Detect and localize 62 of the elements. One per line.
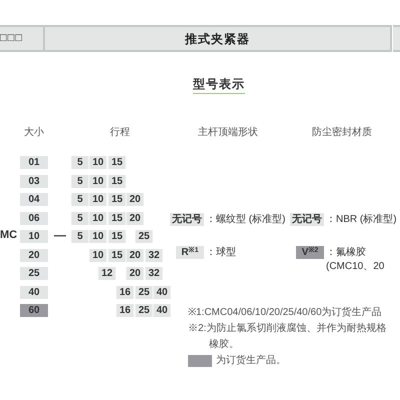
option-tag: V$^{※2}$ xyxy=(296,246,324,259)
stroke-cell: 32 xyxy=(145,248,163,262)
section-title: 型号表示 xyxy=(193,76,245,94)
stroke-cell: 10 xyxy=(89,248,107,262)
stroke-cell: 15 xyxy=(108,156,126,169)
option-description: ：球型 xyxy=(206,246,236,259)
stroke-cell: 20 xyxy=(126,212,144,224)
stroke-cell: 15 xyxy=(108,212,126,224)
size-code-cell: 06 xyxy=(20,212,48,224)
size-code-cell: 60 xyxy=(20,304,48,317)
size-code-cell: 10 xyxy=(20,230,48,243)
stroke-cell: 40 xyxy=(153,286,171,298)
stroke-cell: 16 xyxy=(116,286,134,298)
separator-dash: — xyxy=(54,228,66,242)
stroke-cell: 5 xyxy=(71,193,89,206)
stroke-cell: 25 xyxy=(135,230,153,243)
column-heading: 防尘密封材质 xyxy=(311,126,373,140)
option-description: ：氟橡胶 xyxy=(326,246,366,259)
stroke-cell: 20 xyxy=(126,267,144,280)
option-description: (CMC10、20 xyxy=(326,260,384,273)
stroke-cell: 10 xyxy=(89,174,107,188)
column-heading: 主杆顶端形状 xyxy=(197,126,259,140)
stroke-cell: 15 xyxy=(108,174,126,188)
legend-text: 为订货生产品。 xyxy=(216,354,286,368)
size-code-cell: 04 xyxy=(20,193,48,206)
stroke-cell: 15 xyxy=(108,193,126,206)
header-cell: □□□ xyxy=(0,25,45,52)
column-heading: 大小 xyxy=(23,126,45,140)
stroke-cell: 25 xyxy=(135,286,153,298)
stroke-cell: 10 xyxy=(89,156,107,169)
option-description: ：NBR (标准型) xyxy=(326,213,397,226)
stroke-cell: 5 xyxy=(71,156,89,169)
stroke-cell: 25 xyxy=(135,304,153,317)
stroke-cell: 5 xyxy=(71,230,89,243)
size-code-cell: 01 xyxy=(20,156,48,169)
stroke-cell: 32 xyxy=(145,267,163,280)
header-bar: 推式夹紧器 xyxy=(45,25,392,52)
size-code-cell: 25 xyxy=(20,267,48,280)
size-code-cell: 03 xyxy=(20,174,48,188)
stroke-cell: 5 xyxy=(71,212,89,224)
option-tag: 无记号 xyxy=(170,213,204,226)
size-code-cell: 40 xyxy=(20,286,48,298)
column-heading: 行程 xyxy=(109,126,131,140)
footnote-text: ※1:CMC04/06/10/20/25/40/60为订货生产品 xyxy=(188,306,382,320)
stroke-cell: 15 xyxy=(108,230,126,243)
stroke-cell: 12 xyxy=(98,267,116,280)
stroke-cell: 40 xyxy=(153,304,171,317)
stroke-cell: 10 xyxy=(89,212,107,224)
stroke-cell: 20 xyxy=(126,248,144,262)
stroke-cell: 16 xyxy=(116,304,134,317)
stroke-cell: 10 xyxy=(89,193,107,206)
stroke-cell: 5 xyxy=(71,174,89,188)
option-tag: R$^{※1}$ xyxy=(176,246,204,259)
footnote-text: 橡胶。 xyxy=(209,338,239,352)
footnote-text: ※2:为防止氯系切削液腐蚀、并作为耐热规格 xyxy=(188,322,386,336)
size-code-cell: 20 xyxy=(20,248,48,262)
stroke-cell: 20 xyxy=(126,193,144,206)
stroke-cell: 10 xyxy=(89,230,107,243)
option-tag: 无记号 xyxy=(290,213,324,226)
option-description: ：螺纹型 (标准型) xyxy=(206,213,286,226)
model-prefix: MC xyxy=(0,228,18,242)
stroke-cell: 15 xyxy=(108,248,126,262)
